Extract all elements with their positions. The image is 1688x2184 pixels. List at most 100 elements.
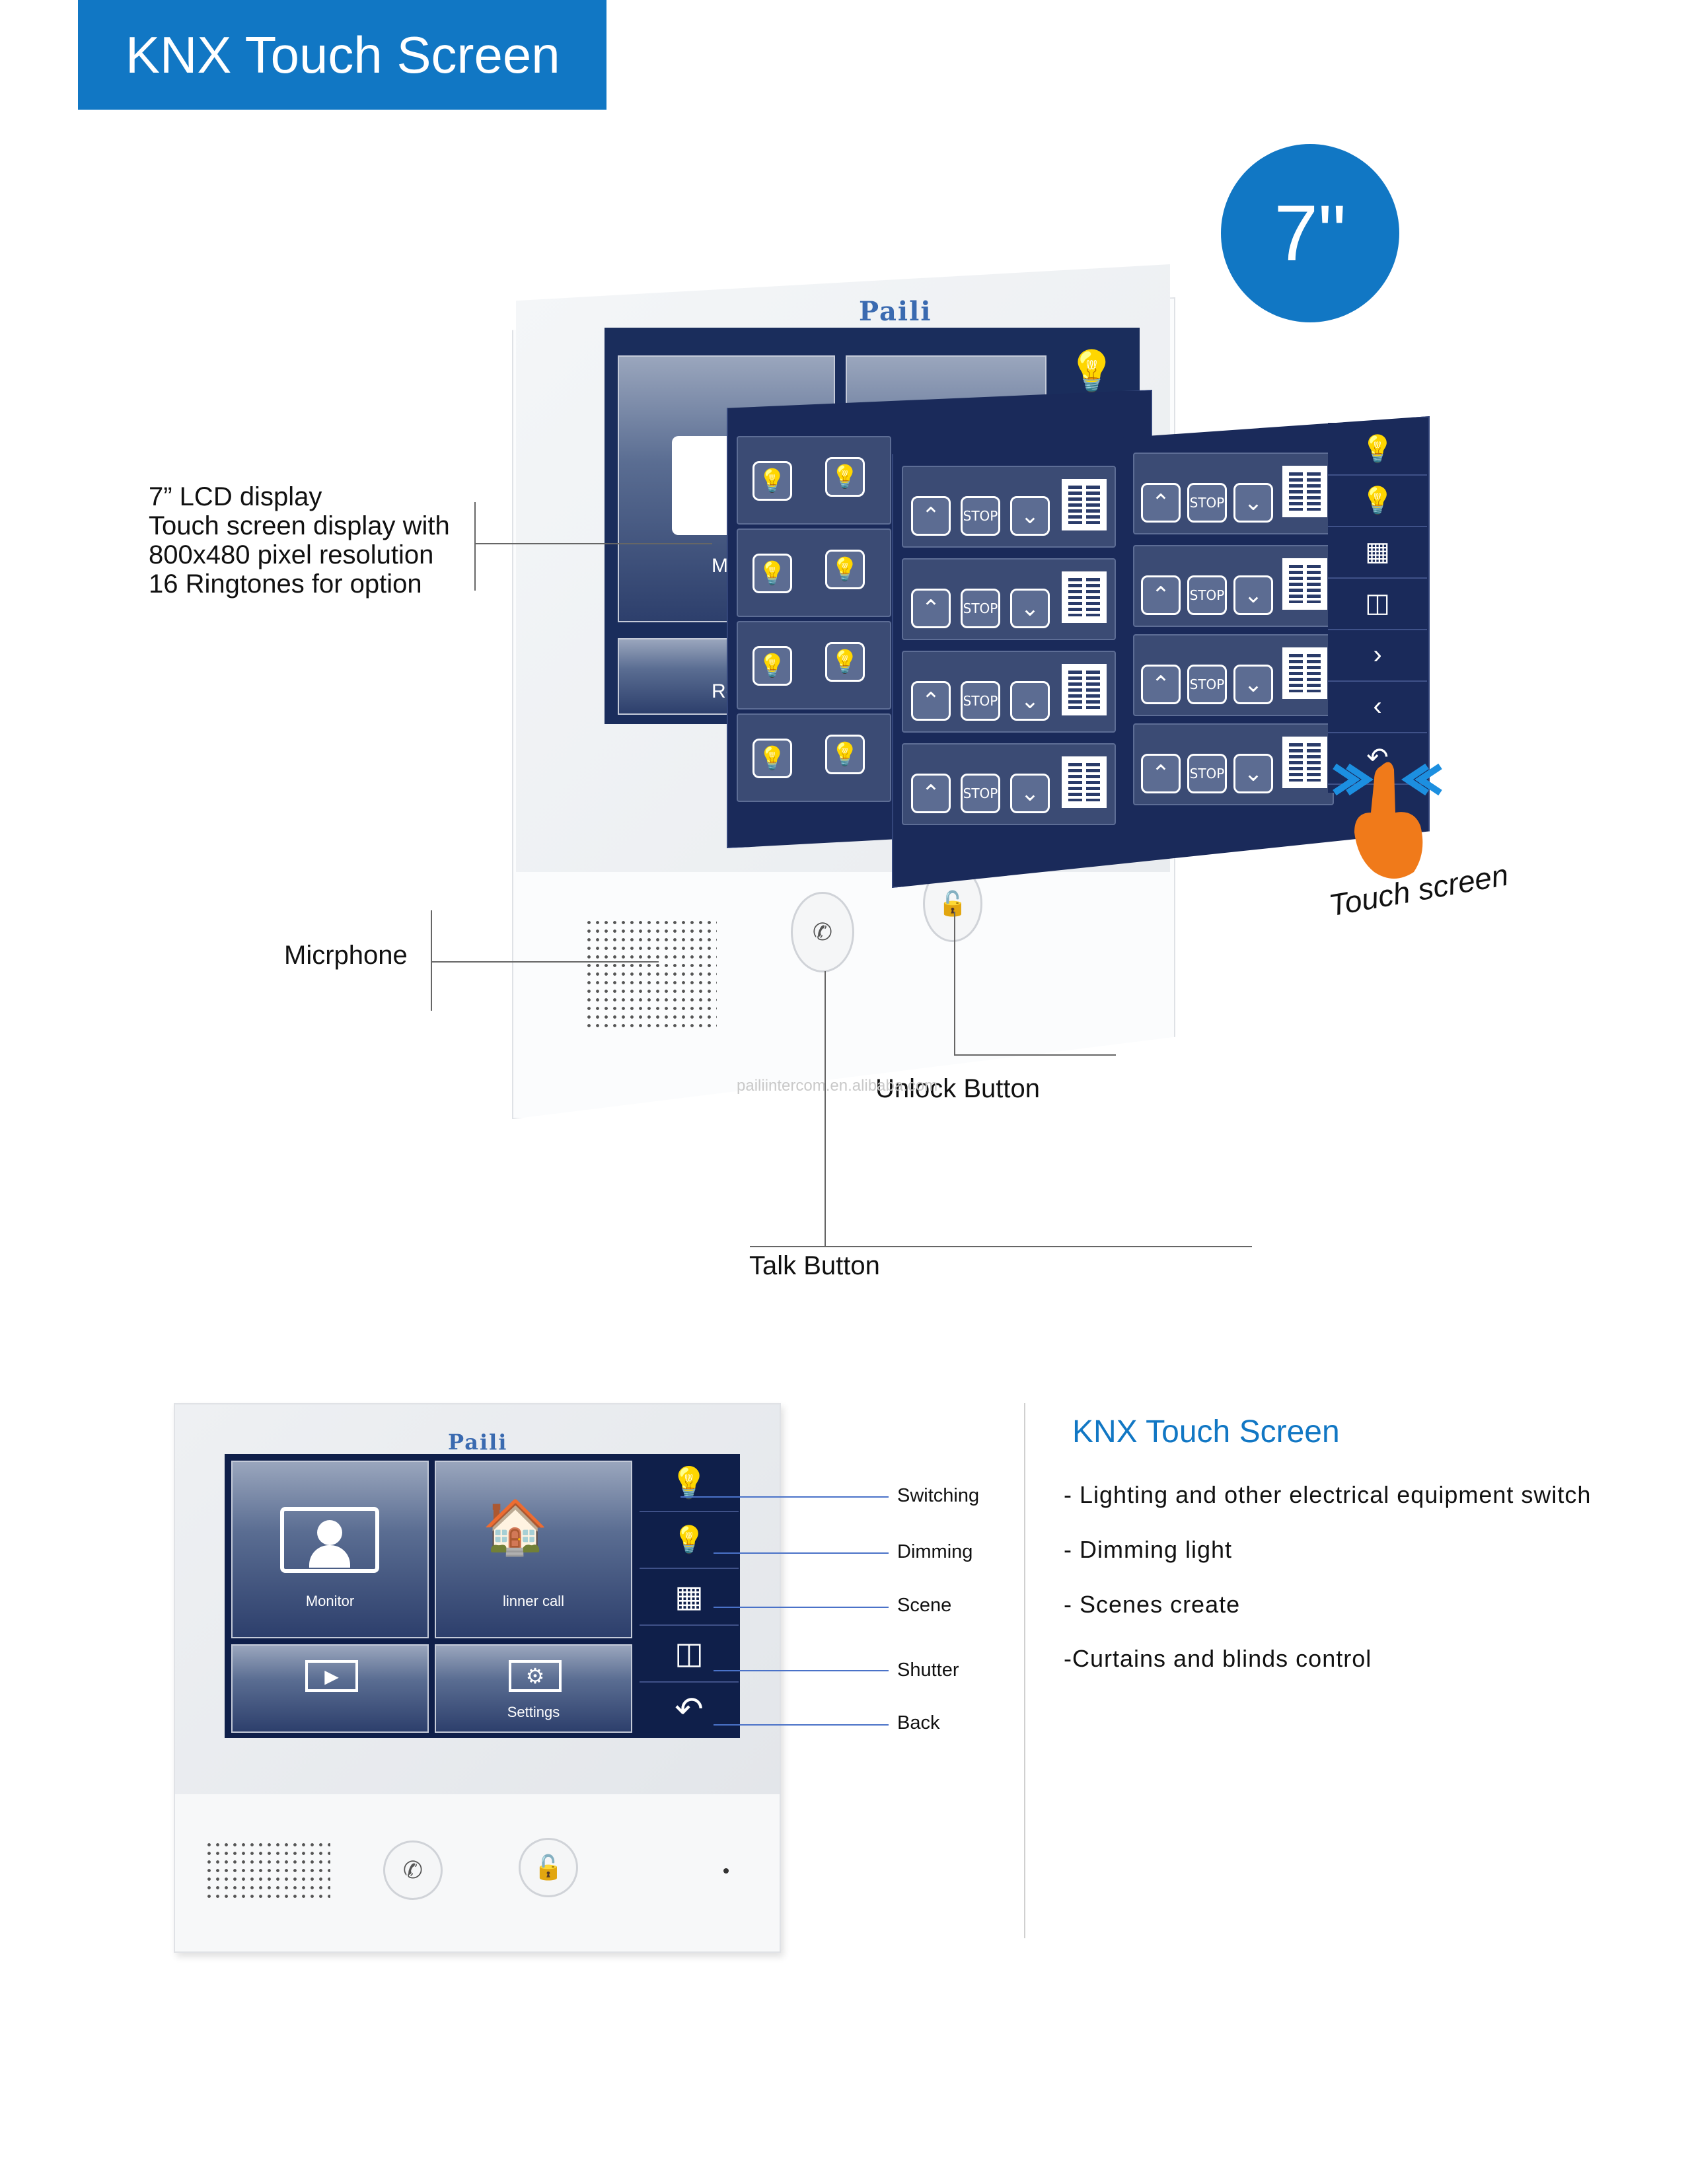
talk-button[interactable]: ✆ (383, 1840, 443, 1900)
bulb-outline-icon[interactable]: 💡 (825, 550, 865, 589)
scene-icon[interactable]: ▦ (1328, 526, 1427, 579)
dimmer-icon[interactable]: 💡 (1328, 474, 1427, 527)
watermark: pailiintercom.en.alibaba.com (737, 1077, 938, 1095)
arrow-down-icon[interactable]: ⌄ (1233, 754, 1273, 793)
bulb-icon[interactable]: 💡 (752, 554, 792, 593)
unlock-callout-vline (954, 912, 955, 1056)
stop-button[interactable]: STOP (961, 589, 1000, 628)
shutter-row: ⌃ STOP ⌄ (1133, 723, 1334, 805)
arrow-up-icon[interactable]: ⌃ (1141, 575, 1181, 615)
dimming-leader (714, 1552, 889, 1554)
tile-label: Monitor (305, 1593, 355, 1609)
shutter-row: ⌃ STOP ⌄ (902, 651, 1116, 733)
bulb-outline-icon[interactable]: 💡 (825, 457, 865, 497)
side-menu: 💡 💡 ▦ ◫ › ‹ ↶ (1328, 423, 1427, 793)
arrow-up-icon[interactable]: ⌃ (911, 774, 951, 813)
menu-tile-settings[interactable]: ⚙ Settings (435, 1644, 632, 1733)
monitor-icon (280, 1507, 379, 1573)
bulb-icon[interactable]: 💡 (1328, 423, 1427, 476)
dimming-button[interactable]: 💡 (640, 1511, 739, 1569)
front-lcd-screen: Monitor 🏠 linner call ▶ ⚙ Settings 💡 💡 ▦… (225, 1454, 740, 1738)
lock-icon: 🔓 (937, 890, 968, 917)
tile-label: linner call (503, 1593, 564, 1609)
light-row: 💡 💡 (737, 621, 891, 710)
menu-tile-inner-call[interactable]: 🏠 linner call (435, 1461, 632, 1638)
size-badge: 7" (1221, 144, 1399, 322)
feature-item: - Lighting and other electrical equipmen… (1064, 1481, 1592, 1508)
phone-icon: ✆ (812, 918, 833, 945)
bulb-icon[interactable]: 💡 (752, 739, 792, 778)
arrow-down-icon[interactable]: ⌄ (1233, 665, 1273, 704)
page-title: KNX Touch Screen (126, 26, 560, 84)
arrow-up-icon[interactable]: ⌃ (1141, 483, 1181, 523)
stop-button[interactable]: STOP (961, 681, 1000, 721)
stop-button[interactable]: STOP (1187, 665, 1227, 704)
callout-line: 800x480 pixel resolution (149, 540, 434, 569)
inner-call-icon: 🏠 (482, 1498, 548, 1556)
arrow-up-icon[interactable]: ⌃ (911, 496, 951, 536)
back-button[interactable]: ↶ (675, 1691, 704, 1729)
shutter-icon (1282, 466, 1327, 517)
switching-button[interactable]: 💡 (640, 1454, 739, 1512)
brand-logo-front: Paili (448, 1430, 508, 1455)
arrow-down-icon[interactable]: ⌄ (1233, 483, 1273, 523)
shutter-row: ⌃ STOP ⌄ (902, 558, 1116, 640)
shutter-row: ⌃ STOP ⌄ (902, 743, 1116, 825)
phone-icon: ✆ (402, 1856, 423, 1883)
talk-callout: Talk Button (749, 1251, 880, 1280)
arrow-up-icon[interactable]: ⌃ (911, 681, 951, 721)
stop-button[interactable]: STOP (961, 774, 1000, 813)
shutter-icon (1282, 737, 1327, 788)
shutter-icon[interactable]: ◫ (1328, 577, 1427, 630)
shutter-grid: ⌃ STOP ⌄ ⌃ STOP ⌄ ⌃ STOP ⌄ ⌃ STOP ⌄ ⌃ ST… (902, 453, 1334, 862)
unlock-callout-hline (954, 1054, 1116, 1056)
talk-callout-hline (750, 1246, 1252, 1247)
talk-button[interactable]: ✆ (791, 892, 854, 972)
arrow-up-icon[interactable]: ⌃ (911, 589, 951, 628)
arrow-down-icon[interactable]: ⌄ (1010, 589, 1050, 628)
arrow-down-icon[interactable]: ⌄ (1010, 774, 1050, 813)
scene-label: Scene (897, 1595, 952, 1616)
arrow-up-icon[interactable]: ⌃ (1141, 754, 1181, 793)
brand-logo: Paili (859, 296, 932, 327)
lighting-grid: 💡 💡 💡 💡 💡 💡 💡 💡 (737, 436, 895, 806)
feature-item: - Dimming light (1064, 1536, 1233, 1563)
unlock-button[interactable]: 🔓 (519, 1838, 578, 1897)
hand-pointer-icon (1333, 762, 1442, 879)
chevron-right-icon[interactable]: › (1328, 629, 1427, 682)
callout-line: Touch screen display with (149, 511, 450, 540)
shutter-row: ⌃ STOP ⌄ (1133, 545, 1334, 627)
stop-button[interactable]: STOP (1187, 483, 1227, 523)
arrow-down-icon[interactable]: ⌄ (1233, 575, 1273, 615)
unlock-callout: Unlock Button (875, 1074, 1041, 1103)
stop-button[interactable]: STOP (1187, 575, 1227, 615)
menu-tile-monitor[interactable]: Monitor (231, 1461, 429, 1638)
scene-button[interactable]: ▦ (640, 1568, 739, 1626)
shutter-icon (1062, 571, 1107, 623)
bulb-outline-icon[interactable]: 💡 (825, 642, 865, 682)
shutter-icon (1062, 479, 1107, 530)
arrow-up-icon[interactable]: ⌃ (1141, 665, 1181, 704)
chevron-left-icon[interactable]: ‹ (1328, 680, 1427, 733)
stop-button[interactable]: STOP (961, 496, 1000, 536)
bulb-icon[interactable]: 💡 (1067, 349, 1117, 393)
light-row: 💡 💡 (737, 528, 891, 617)
menu-tile-playback[interactable]: ▶ (231, 1644, 429, 1733)
arrow-down-icon[interactable]: ⌄ (1010, 496, 1050, 536)
device-front: Paili Paili Monitor 🏠 linner call ▶ ⚙ Se… (174, 1403, 781, 1953)
bulb-icon[interactable]: 💡 (752, 461, 792, 501)
talk-callout-vline (825, 971, 826, 1247)
shutter-leader (714, 1670, 889, 1671)
bulb-icon[interactable]: 💡 (752, 646, 792, 686)
status-led (723, 1868, 729, 1874)
lock-icon: 🔓 (533, 1854, 564, 1881)
arrow-down-icon[interactable]: ⌄ (1010, 681, 1050, 721)
shutter-row: ⌃ STOP ⌄ (1133, 634, 1334, 716)
bulb-outline-icon[interactable]: 💡 (825, 735, 865, 774)
shutter-row: ⌃ STOP ⌄ (1133, 453, 1334, 534)
feature-item: -Curtains and blinds control (1064, 1645, 1372, 1672)
shutter-button[interactable]: ◫ (640, 1624, 739, 1683)
stop-button[interactable]: STOP (1187, 754, 1227, 793)
callout-line: 16 Ringtones for option (149, 569, 422, 599)
shutter-icon (1282, 647, 1327, 699)
